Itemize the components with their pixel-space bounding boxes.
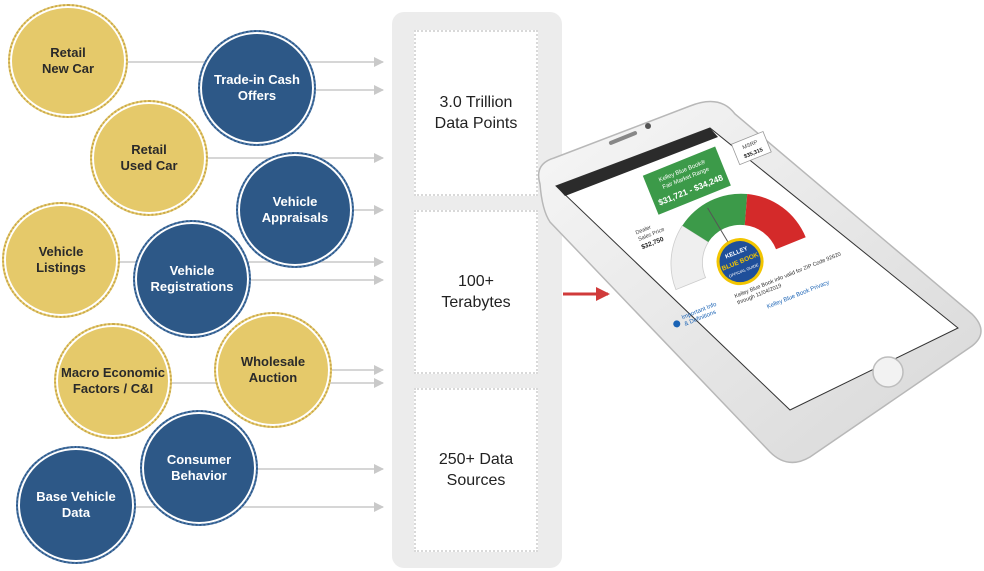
- fair-market-range-badge: [642, 146, 731, 215]
- source-label: Trade-in Cash Offers: [214, 72, 300, 103]
- camera-dot: [645, 123, 651, 129]
- msrp-label: MSRP: [742, 139, 759, 151]
- source-macro-economic: Macro Economic Factors / C&I: [54, 323, 172, 439]
- msrp-box: [730, 131, 772, 166]
- stat-data-points: 3.0 Trillion Data Points: [414, 30, 538, 196]
- source-retail-used-car: Retail Used Car: [90, 100, 208, 216]
- source-consumer-behavior: Consumer Behavior: [140, 410, 258, 526]
- source-label: Vehicle Listings: [36, 244, 86, 275]
- source-retail-new-car: Retail New Car: [8, 4, 128, 118]
- kbb-logo-badge: [716, 238, 764, 286]
- stat-terabytes: 100+ Terabytes: [414, 210, 538, 374]
- source-label: Wholesale Auction: [240, 354, 306, 385]
- source-wholesale-auction: Wholesale Auction: [214, 312, 332, 428]
- gauge-arc-red: [744, 193, 806, 250]
- source-base-vehicle-data: Base Vehicle Data: [16, 446, 136, 564]
- source-label: Consumer Behavior: [166, 452, 232, 483]
- source-label: Retail New Car: [41, 45, 95, 76]
- source-vehicle-appraisals: Vehicle Appraisals: [236, 152, 354, 268]
- gauge-arc-green: [682, 193, 748, 243]
- status-bar: [556, 128, 718, 196]
- source-vehicle-listings: Vehicle Listings: [2, 202, 120, 318]
- source-label: Vehicle Registrations: [150, 263, 234, 294]
- source-label: Retail Used Car: [120, 142, 178, 173]
- source-label: Vehicle Appraisals: [261, 194, 329, 225]
- source-vehicle-registrations: Vehicle Registrations: [133, 220, 251, 338]
- stat-label: 3.0 Trillion Data Points: [434, 94, 518, 132]
- source-label: Macro Economic Factors / C&I: [60, 365, 166, 396]
- stat-label: 250+ Data Sources: [438, 451, 514, 489]
- speaker-slot: [608, 131, 638, 145]
- source-trade-in-cash-offers: Trade-in Cash Offers: [198, 30, 316, 146]
- stat-data-sources: 250+ Data Sources: [414, 388, 538, 552]
- source-label: Base Vehicle Data: [36, 489, 116, 520]
- home-button: [872, 356, 904, 388]
- stat-label: 100+ Terabytes: [441, 273, 511, 311]
- info-icon[interactable]: [672, 319, 681, 328]
- gauge-arc-gray: [670, 225, 709, 291]
- smartphone-illustration: Kelley Blue Book® Fair Market Range $31,…: [537, 100, 982, 464]
